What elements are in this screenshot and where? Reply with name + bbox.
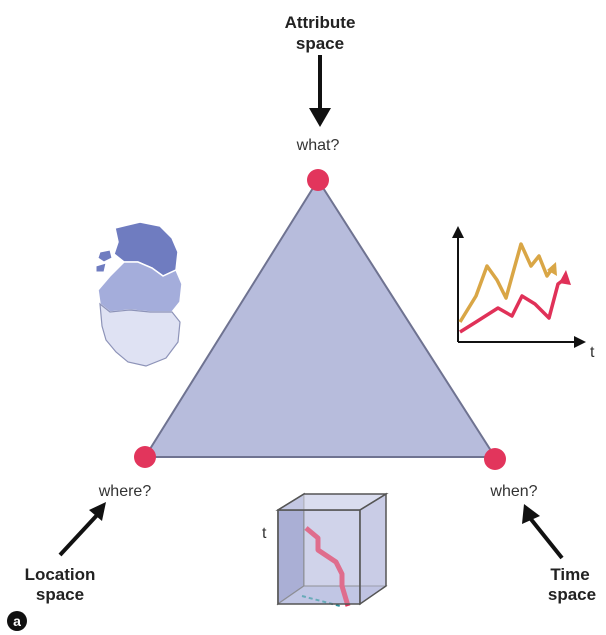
time-space-label: Time [550, 565, 589, 584]
region-map [95, 221, 183, 367]
space-time-cube: t [262, 492, 389, 607]
location-space-label-line2: space [36, 585, 84, 604]
vertex-dot-where [134, 446, 156, 468]
map-island-2 [95, 262, 107, 273]
time-space-label-line2: space [548, 585, 596, 604]
time-series-chart: t [452, 226, 595, 361]
vertex-dot-what [307, 169, 329, 191]
map-region-south [99, 302, 181, 367]
location-space-label: Location [25, 565, 96, 584]
map-island-1 [97, 249, 113, 263]
attribute-down-arrow [309, 55, 331, 127]
what-label: what? [296, 137, 340, 154]
chart-axis-label-t: t [590, 344, 595, 361]
location-arrow [58, 502, 106, 557]
attribute-space-label: Attribute [285, 13, 356, 32]
cube-axis-label-t: t [262, 525, 267, 542]
panel-badge-letter: a [13, 613, 21, 629]
cube-trajectory [304, 526, 351, 607]
when-label: when? [489, 483, 537, 500]
series-gold [458, 242, 556, 323]
vertex-dot-when [484, 448, 506, 470]
series-red [459, 276, 568, 334]
where-label: where? [98, 483, 152, 500]
panel-badge: a [7, 611, 27, 631]
main-triangle [143, 178, 497, 458]
attribute-space-label-line2: space [296, 34, 344, 53]
time-arrow [522, 504, 564, 560]
